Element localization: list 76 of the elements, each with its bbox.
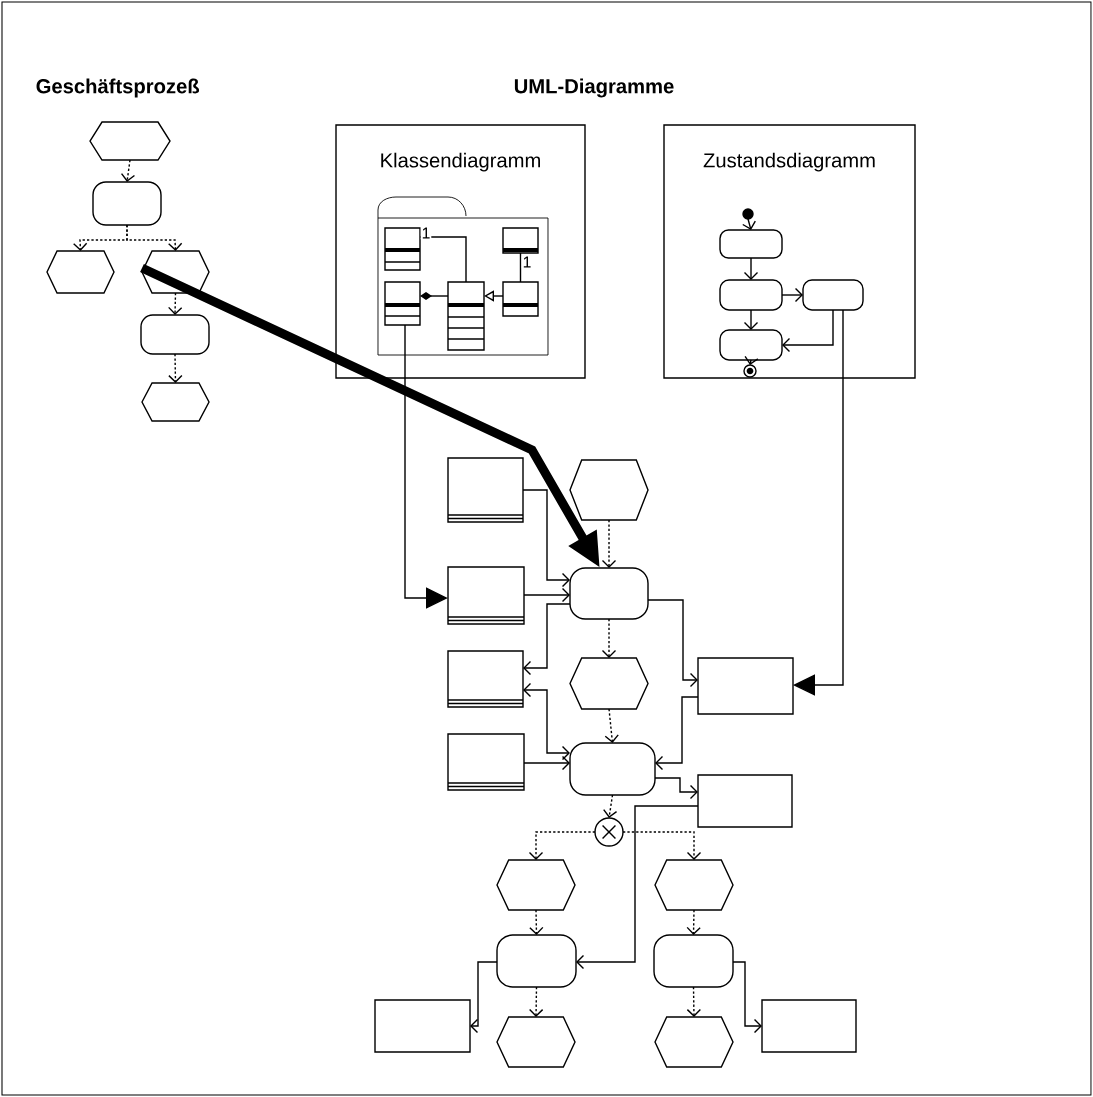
arrow bbox=[732, 961, 762, 1034]
composition-line bbox=[420, 292, 449, 300]
dotted-arrow bbox=[601, 519, 617, 568]
arrow bbox=[781, 287, 803, 303]
class-box bbox=[502, 281, 539, 317]
class-box bbox=[502, 227, 539, 254]
arrow bbox=[654, 777, 698, 800]
rounded-box bbox=[92, 181, 162, 226]
arrow bbox=[655, 696, 699, 771]
heading: UML-Diagramme bbox=[514, 78, 674, 98]
hexagon bbox=[141, 382, 210, 422]
rectangle-box bbox=[697, 657, 794, 715]
package-frame bbox=[377, 196, 549, 356]
arrow bbox=[523, 587, 570, 603]
end-dot bbox=[743, 364, 757, 378]
dotted-arrow bbox=[604, 708, 619, 743]
rounded-box bbox=[496, 934, 577, 988]
arrow bbox=[647, 599, 698, 688]
heading: Geschäftsprozeß bbox=[36, 78, 200, 98]
dotted-arrow bbox=[686, 909, 701, 935]
arrow bbox=[523, 603, 571, 676]
arrow bbox=[470, 961, 498, 1034]
dotted-arrow bbox=[528, 986, 544, 1017]
rectangle-box bbox=[697, 774, 793, 828]
dotted-arrow bbox=[601, 618, 617, 658]
arrow bbox=[484, 290, 504, 302]
arrow bbox=[743, 309, 759, 330]
arrow bbox=[782, 309, 834, 353]
hexagon bbox=[496, 1016, 576, 1068]
dotted-arrow bbox=[167, 292, 183, 315]
hexagon bbox=[46, 250, 115, 294]
rounded-box bbox=[719, 279, 783, 311]
arrow bbox=[404, 324, 448, 609]
dotted-arrow bbox=[528, 831, 596, 860]
class-box bbox=[384, 227, 421, 271]
rectangle-box bbox=[761, 999, 857, 1053]
arrow bbox=[523, 682, 570, 761]
dotted-arrow bbox=[622, 831, 702, 860]
rounded-box bbox=[140, 314, 210, 355]
rounded-box bbox=[569, 567, 649, 620]
hexagon bbox=[569, 657, 649, 710]
arrow bbox=[743, 257, 759, 280]
dotted-arrow bbox=[603, 794, 618, 818]
connector-line bbox=[519, 252, 522, 283]
dotted-arrow bbox=[126, 224, 183, 251]
diagram-frame: Zustandsdiagramm bbox=[663, 124, 916, 379]
document-box bbox=[447, 733, 525, 791]
rounded-box bbox=[719, 329, 783, 361]
edge-label: 1 bbox=[521, 255, 533, 269]
document-box bbox=[447, 457, 524, 523]
arrow bbox=[793, 309, 844, 696]
hexagon bbox=[569, 459, 649, 521]
edge-label: 1 bbox=[420, 226, 432, 240]
document-box bbox=[447, 650, 524, 708]
xor-connector bbox=[594, 817, 624, 847]
rounded-box bbox=[802, 279, 864, 311]
hexagon bbox=[141, 250, 210, 294]
document-box bbox=[447, 566, 525, 625]
dotted-arrow bbox=[120, 159, 136, 182]
dotted-arrow bbox=[529, 909, 544, 935]
arrow bbox=[522, 489, 570, 588]
connector-line bbox=[419, 236, 467, 283]
hexagon bbox=[654, 859, 734, 911]
rounded-box bbox=[719, 229, 783, 259]
class-box bbox=[447, 281, 485, 351]
arrow bbox=[576, 805, 699, 970]
rounded-box bbox=[569, 742, 656, 796]
rounded-box bbox=[653, 934, 734, 988]
dotted-arrow bbox=[686, 986, 702, 1017]
dotted-arrow bbox=[168, 353, 183, 383]
arrow bbox=[523, 755, 570, 771]
hexagon bbox=[654, 1016, 734, 1068]
rectangle-box bbox=[374, 999, 471, 1053]
hexagon bbox=[89, 121, 171, 161]
class-box bbox=[384, 281, 421, 326]
hexagon bbox=[496, 859, 576, 911]
